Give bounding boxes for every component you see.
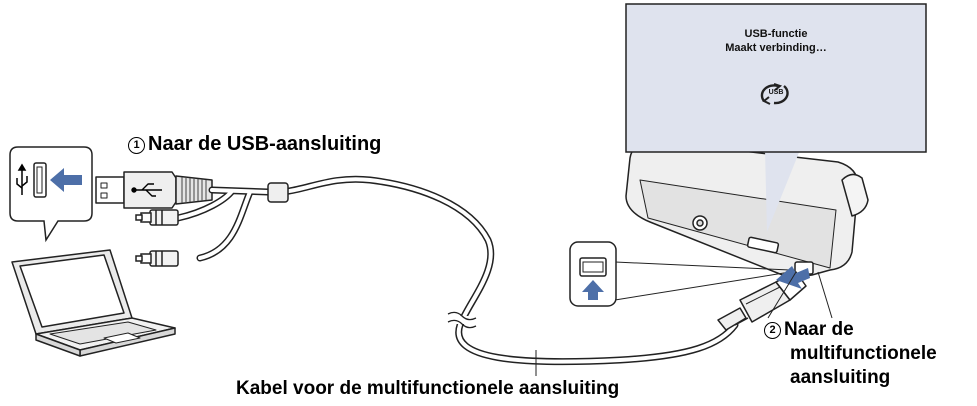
cable-label: Kabel voor de multifunctionele aansluiti…: [236, 378, 620, 399]
laptop: [11, 249, 176, 357]
av-plug-bottom: [135, 250, 179, 267]
usb-symbol-icon: [16, 163, 28, 195]
port-zoom-callout: [569, 241, 791, 307]
arrow-up-icon: [582, 280, 604, 300]
usb-connector: [95, 171, 213, 209]
refresh-icon: [760, 83, 789, 105]
camera-screen-popup: [625, 3, 927, 153]
multi-connector-line3: aansluiting: [790, 367, 891, 388]
multi-connector-line1: Naar de: [784, 319, 854, 340]
usb-port-callout: [9, 146, 93, 243]
av-plug-top: [135, 209, 179, 226]
multi-connector-line2: multifunctionele: [790, 343, 937, 364]
arrow-left-icon: [50, 168, 82, 192]
screen-title: USB-functie: [744, 28, 808, 40]
usb-icon-label: USB: [768, 89, 784, 96]
camera: [625, 139, 869, 279]
cable-break: [447, 311, 478, 329]
step-number-2: 2: [764, 322, 781, 339]
ferrite-core: [267, 182, 289, 203]
screen-pointer: [765, 150, 800, 232]
leader-lines: [535, 271, 833, 376]
screen-status: Maakt verbinding…: [725, 42, 827, 54]
usb-connector-text: Naar de USB-aansluiting: [148, 133, 382, 155]
step-number-1: 1: [128, 137, 145, 154]
